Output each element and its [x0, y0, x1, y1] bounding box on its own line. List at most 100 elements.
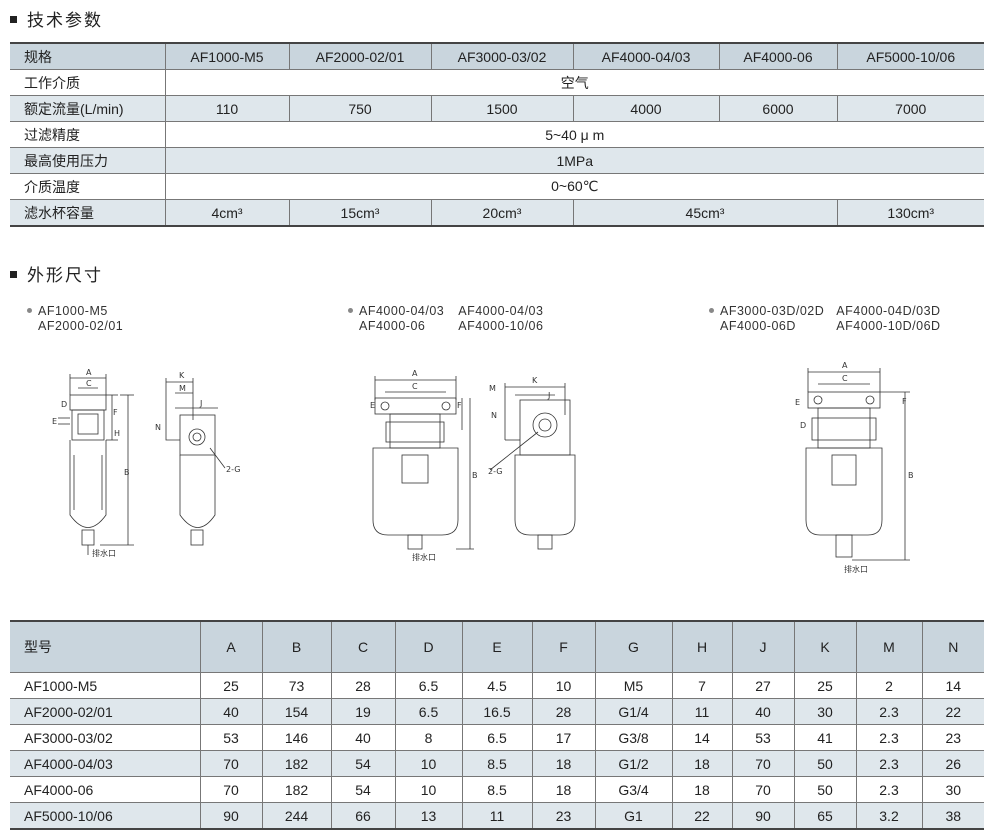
dim-letter: F — [113, 408, 118, 417]
dim-letter: E — [795, 398, 800, 407]
dimension-cell: G1 — [595, 802, 673, 830]
model-label: AF4000-04D/03D — [836, 304, 941, 318]
dimension-cell: 8.5 — [462, 750, 533, 777]
spec-value-cell: 1500 — [431, 95, 574, 122]
dimension-cell: 6.5 — [462, 724, 533, 751]
drawing-large-front — [805, 368, 910, 561]
dims-section-title: 外形尺寸 — [10, 261, 103, 286]
drawing-group-1-label: AF1000-M5 AF2000-02/01 — [27, 304, 123, 334]
spec-model-cell: AF2000-02/01 — [289, 42, 432, 70]
spec-value-cell: 0~60℃ — [165, 173, 984, 200]
model-cell: AF4000-06 — [10, 776, 201, 803]
spec-model-cell: AF5000-10/06 — [837, 42, 984, 70]
dims-header-cell: G — [595, 620, 673, 673]
dimension-cell: 70 — [732, 776, 795, 803]
dimension-cell: 70 — [732, 750, 795, 777]
dim-letter: J — [547, 391, 550, 400]
spec-value-cell: 15cm³ — [289, 199, 432, 227]
spec-row-label: 过滤精度 — [10, 121, 166, 148]
dim-letter: M — [179, 384, 186, 393]
dimension-cell: 73 — [262, 672, 332, 699]
dimension-cell: 2.3 — [856, 698, 923, 725]
spec-header-row: 规格 AF1000-M5 AF2000-02/01 AF3000-03/02 A… — [10, 42, 984, 70]
dim-letter: J — [199, 399, 202, 408]
model-label: AF4000-04/03 — [359, 304, 445, 318]
dimension-cell: 7 — [672, 672, 733, 699]
drain-label: 排水口 — [844, 564, 868, 574]
dimension-cell: 50 — [794, 776, 857, 803]
dimension-cell: 25 — [200, 672, 263, 699]
bullet-square-icon — [10, 271, 17, 278]
dimension-cell: 2.3 — [856, 776, 923, 803]
model-cell: AF3000-03/02 — [10, 724, 201, 751]
spec-row-flow: 额定流量(L/min) 110 750 1500 4000 6000 7000 — [10, 95, 984, 122]
dimension-cell: 19 — [331, 698, 396, 725]
spec-value-cell: 4cm³ — [165, 199, 290, 227]
dimension-cell: 182 — [262, 750, 332, 777]
dims-header-cell: K — [794, 620, 857, 673]
spec-value-cell: 4000 — [573, 95, 720, 122]
spec-row-label: 介质温度 — [10, 173, 166, 200]
dimension-cell: 54 — [331, 750, 396, 777]
dimension-cell: 154 — [262, 698, 332, 725]
dimension-cell: 65 — [794, 802, 857, 830]
dim-letter: K — [532, 376, 538, 385]
dims-header-cell: B — [262, 620, 332, 673]
dims-header-cell: C — [331, 620, 396, 673]
spec-row-bowl: 滤水杯容量 4cm³ 15cm³ 20cm³ 45cm³ 130cm³ — [10, 199, 984, 227]
dim-letter: F — [902, 397, 907, 406]
dimension-cell: 23 — [532, 802, 596, 830]
dimension-cell: 90 — [200, 802, 263, 830]
dimension-cell: 90 — [732, 802, 795, 830]
dimension-cell: 2.3 — [856, 750, 923, 777]
dimension-cell: 66 — [331, 802, 396, 830]
spec-value-cell: 6000 — [719, 95, 838, 122]
spec-row-label: 工作介质 — [10, 69, 166, 96]
spec-value-cell: 空气 — [165, 69, 984, 96]
dim-letter: B — [472, 471, 478, 480]
dimension-cell: 30 — [922, 776, 984, 803]
dimension-cell: 40 — [331, 724, 396, 751]
dimension-cell: 4.5 — [462, 672, 533, 699]
dimension-cell: 6.5 — [395, 698, 463, 725]
dimension-cell: 182 — [262, 776, 332, 803]
dimension-cell: 18 — [532, 776, 596, 803]
dimension-cell: G3/4 — [595, 776, 673, 803]
dimension-cell: 3.2 — [856, 802, 923, 830]
drain-label: 排水口 — [92, 548, 116, 558]
dim-letter: A — [842, 361, 848, 370]
dimension-cell: 146 — [262, 724, 332, 751]
spec-title-text: 技术参数 — [27, 11, 103, 31]
dimension-cell: 23 — [922, 724, 984, 751]
spec-value-cell: 110 — [165, 95, 290, 122]
model-label: AF4000-04/03 — [458, 304, 544, 318]
model-cell: AF1000-M5 — [10, 672, 201, 699]
dimension-cell: 38 — [922, 802, 984, 830]
dimension-cell: 28 — [532, 698, 596, 725]
dimension-cell: 30 — [794, 698, 857, 725]
dims-header-cell: M — [856, 620, 923, 673]
model-label: AF3000-03D/02D — [720, 304, 825, 318]
drawing-small-side — [165, 378, 226, 546]
dimension-cell: 14 — [922, 672, 984, 699]
dimension-cell: 28 — [331, 672, 396, 699]
dim-letter: K — [179, 371, 185, 380]
spec-row-filter: 过滤精度 5~40 μ m — [10, 121, 984, 148]
spec-row-pressure: 最高使用压力 1MPa — [10, 147, 984, 174]
dimension-cell: 26 — [922, 750, 984, 777]
dimension-cell: 14 — [672, 724, 733, 751]
dim-letter: E — [52, 417, 57, 426]
dims-header-cell: 型号 — [10, 620, 201, 673]
spec-row-label: 滤水杯容量 — [10, 199, 166, 227]
spec-model-cell: AF3000-03/02 — [431, 42, 574, 70]
drain-label: 排水口 — [412, 552, 436, 562]
model-cell: AF5000-10/06 — [10, 802, 201, 830]
model-label: AF4000-10/06 — [458, 319, 544, 333]
